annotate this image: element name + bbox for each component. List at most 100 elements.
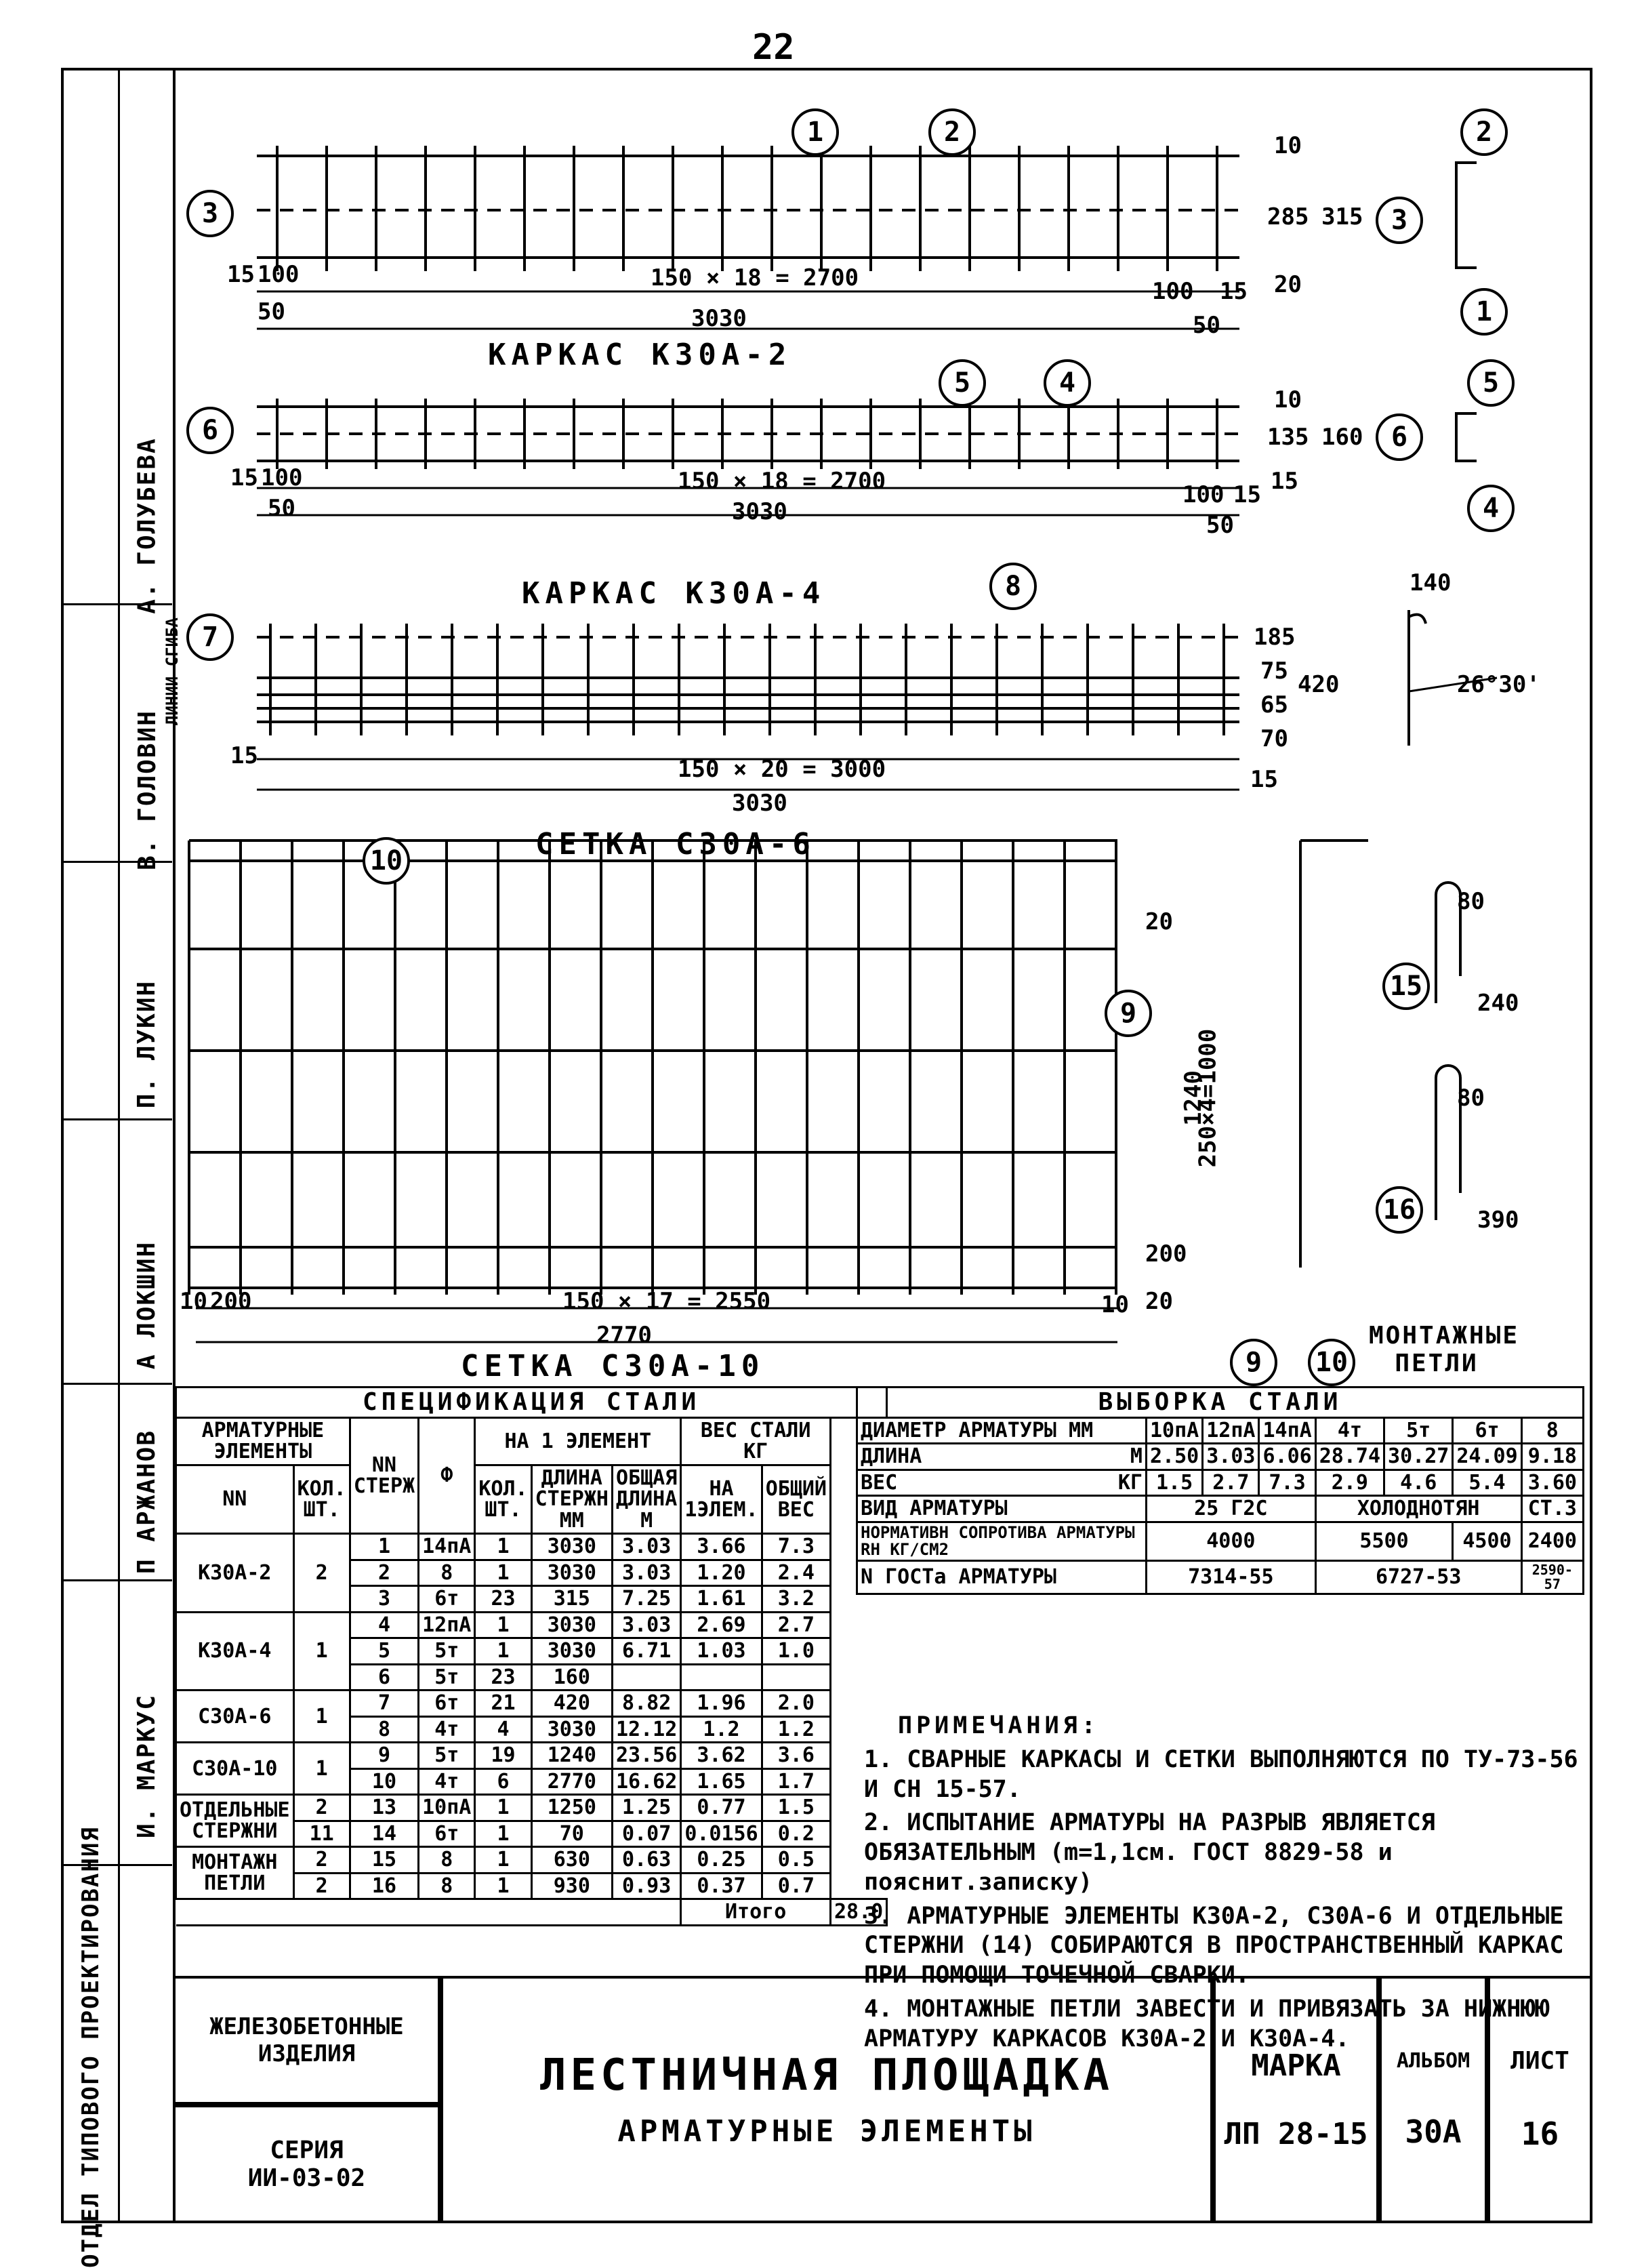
dim-k4-h1: 10 <box>1274 386 1302 413</box>
spec-table-wrap: СПЕЦИФИКАЦИЯ СТАЛИ АРМАТУРНЫЕ ЭЛЕМЕНТЫ N… <box>174 1386 888 1926</box>
name-lukin: П. ЛУКИН <box>133 979 161 1108</box>
spec-element-qty: 2 <box>292 1533 351 1613</box>
spec-cell-k: 1 <box>474 1846 533 1874</box>
dim-k2-h3: 20 <box>1274 271 1302 298</box>
spec-cell-n: 14 <box>348 1819 420 1848</box>
bend-lines-label: ЛИНИИ СГИБА <box>163 617 182 725</box>
callout-4-section: 4 <box>1467 485 1515 532</box>
spec-cell-wt: 2.0 <box>760 1689 832 1718</box>
page-number: 22 <box>752 27 795 68</box>
spec-cell-k: 23 <box>474 1663 533 1692</box>
dim-k2-total: 3030 <box>691 305 747 332</box>
dim-k2-left3: 50 <box>258 298 285 325</box>
dim-c6-right: 15 <box>1250 766 1278 793</box>
spec-cell-k: 23 <box>474 1585 533 1613</box>
spec-cell-w1: 1.96 <box>680 1689 763 1718</box>
hdr-kol-sht: КОЛ. ШТ. <box>474 1463 533 1535</box>
resist-c: 4500 <box>1452 1520 1523 1562</box>
callout-9: 9 <box>1105 990 1152 1037</box>
spec-row-qty: 2 <box>292 1794 351 1822</box>
spec-cell-w1: 1.2 <box>680 1715 763 1744</box>
hdr-per-elem: НА 1 ЭЛЕМЕНТ <box>474 1416 682 1466</box>
selection-table-title: ВЫБОРКА СТАЛИ <box>856 1386 1584 1419</box>
spec-cell-n: 16 <box>348 1871 420 1901</box>
spec-cell-len: 3030 <box>530 1637 614 1665</box>
callout-9-section: 9 <box>1230 1339 1277 1386</box>
frame-inner-line <box>173 68 176 2223</box>
department-label: ОТДЕЛ ТИПОВОГО ПРОЕКТИРОВАНИЯ <box>77 1826 104 2268</box>
sel-length-cell: 24.09 <box>1452 1442 1523 1471</box>
dim-c10-left2: 200 <box>210 1288 252 1315</box>
spec-element-name: ОТДЕЛЬНЫЕ СТЕРЖНИ <box>175 1794 295 1848</box>
spec-cell-n: 7 <box>348 1689 420 1718</box>
dim-k4-right1: 100 <box>1182 481 1225 508</box>
spec-cell-tl: 8.82 <box>611 1689 682 1718</box>
hdr-total-len: ОБЩАЯ ДЛИНА М <box>611 1463 682 1535</box>
spec-cell-k: 1 <box>474 1871 533 1901</box>
spec-cell-w1: 0.0156 <box>680 1819 763 1848</box>
note-1: 1. СВАРНЫЕ КАРКАСЫ И СЕТКИ ВЫПОЛНЯЮТСЯ П… <box>864 1745 1578 1803</box>
stamp-album-box: АЛЬБОМ 30А <box>1379 1976 1487 2223</box>
callout-7: 7 <box>186 613 234 661</box>
spec-cell-d: 10пА <box>417 1794 476 1822</box>
spec-cell-tl: 12.12 <box>611 1715 682 1744</box>
spec-cell-wt: 1.5 <box>760 1794 832 1822</box>
type-c: СТ.3 <box>1520 1495 1585 1523</box>
diam-label: ДИАМЕТР АРМАТУРЫ ММ <box>856 1416 1147 1445</box>
spec-element-name: С30А-10 <box>175 1741 295 1796</box>
hdr-rod-len: ДЛИНА СТЕРЖН ММ <box>530 1463 614 1535</box>
spec-cell-w1: 0.25 <box>680 1846 763 1874</box>
dim-k2-left1: 15 <box>227 261 255 288</box>
dim-loop16-h: 390 <box>1477 1207 1519 1234</box>
spec-cell-tl: 0.63 <box>611 1846 682 1874</box>
note-2: 2. ИСПЫТАНИЕ АРМАТУРЫ НА РАЗРЫВ ЯВЛЯЕТСЯ… <box>864 1809 1435 1896</box>
callout-2-section: 2 <box>1460 108 1508 156</box>
spec-cell-len: 70 <box>530 1819 614 1848</box>
spec-cell-tl: 0.93 <box>611 1871 682 1901</box>
spec-cell-len: 1250 <box>530 1794 614 1822</box>
hdr-w-elem: НА 1ЭЛЕМ. <box>680 1463 763 1535</box>
spec-element-qty: 1 <box>292 1741 351 1796</box>
hdr-phi: Ф <box>417 1416 476 1535</box>
dim-c10-left1: 10 <box>180 1288 207 1315</box>
spec-cell-len: 315 <box>530 1585 614 1613</box>
dim-k4-right3: 50 <box>1206 512 1234 539</box>
spec-cell-n: 10 <box>348 1767 420 1796</box>
stamp-mark-box: МАРКА ЛП 28-15 <box>1213 1976 1379 2223</box>
spec-cell-wt: 7.3 <box>760 1533 832 1561</box>
dim-c6-span: 150 × 20 = 3000 <box>678 756 886 783</box>
stamp-sheet: 16 <box>1521 2115 1559 2152</box>
callout-3: 3 <box>186 190 234 237</box>
sel-diam-cell: 12пА <box>1201 1416 1260 1445</box>
callout-5-section: 5 <box>1467 359 1515 407</box>
spec-cell-d: 12пА <box>417 1611 476 1640</box>
dim-c6-v4: 185 <box>1254 624 1296 651</box>
dim-c10-span: 150 × 17 = 2550 <box>562 1288 771 1315</box>
dim-loop16-w: 80 <box>1457 1085 1485 1112</box>
stamp-sheet-box: ЛИСТ 16 <box>1487 1976 1592 2223</box>
spec-cell-wt: 0.2 <box>760 1819 832 1848</box>
sel-diam-cell: 8 <box>1520 1416 1585 1445</box>
loops-title: МОНТАЖНЫЕ ПЕТЛИ <box>1369 1322 1520 1377</box>
callout-5: 5 <box>939 359 986 407</box>
spec-cell-tl: 3.03 <box>611 1558 682 1587</box>
callout-16: 16 <box>1376 1186 1423 1234</box>
spec-cell-d: 8 <box>417 1871 476 1901</box>
dim-c6-v-total: 420 <box>1298 671 1340 698</box>
spec-cell-d: 6т <box>417 1585 476 1613</box>
spec-row-qty: 2 <box>292 1871 351 1901</box>
stamp-album-label: АЛЬБОМ <box>1396 2049 1470 2073</box>
sel-weight-cell: 3.60 <box>1520 1468 1585 1497</box>
sel-weight-cell: 2.7 <box>1201 1468 1260 1497</box>
dim-k4-left1: 15 <box>230 464 258 491</box>
spec-cell-n: 9 <box>348 1741 420 1770</box>
callout-4: 4 <box>1044 359 1091 407</box>
dim-c10-total: 2770 <box>596 1322 652 1349</box>
spec-element-qty: 1 <box>292 1611 351 1692</box>
callout-10-section: 10 <box>1308 1339 1355 1386</box>
sel-diam-cell: 6т <box>1452 1416 1523 1445</box>
